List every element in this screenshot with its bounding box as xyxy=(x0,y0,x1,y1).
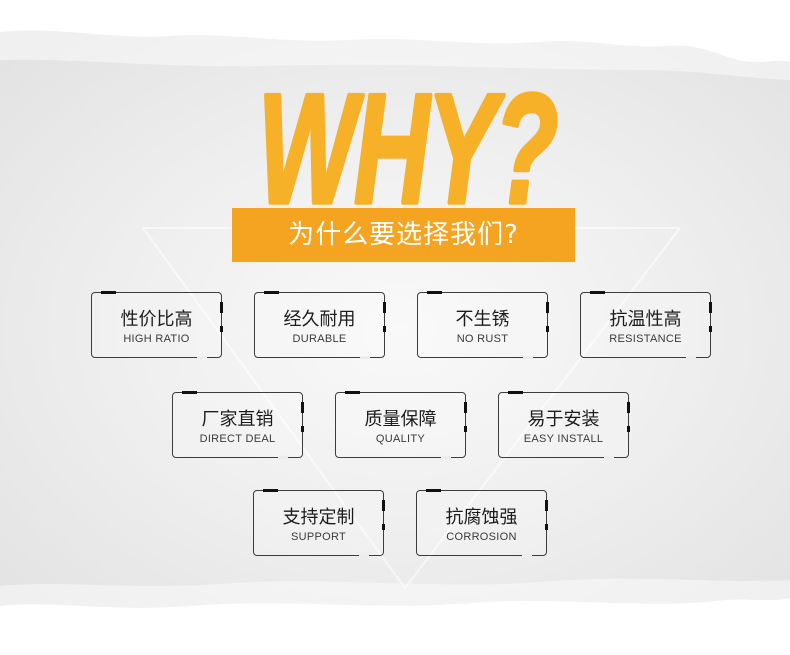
feature-card-durable: 经久耐用 DURABLE xyxy=(254,291,386,359)
feature-subtitle: DIRECT DEAL xyxy=(199,433,276,445)
feature-title: 质量保障 xyxy=(364,409,437,430)
frame-accent xyxy=(590,291,605,294)
feature-subtitle: EASY INSTALL xyxy=(523,433,604,445)
banner-text: 为什么要选择我们? xyxy=(288,220,519,250)
feature-card-no-rust: 不生锈 NO RUST xyxy=(417,291,549,359)
why-choose-us-banner: 为什么要选择我们? xyxy=(232,208,575,262)
frame-accent xyxy=(545,500,548,511)
frame-accent xyxy=(546,326,549,332)
feature-title: 抗腐蚀强 xyxy=(445,507,518,528)
frame-gap xyxy=(197,356,207,359)
faint-triangle xyxy=(142,227,681,589)
frame-accent xyxy=(220,326,223,332)
frame-accent xyxy=(545,524,548,530)
feature-subtitle: NO RUST xyxy=(456,333,509,345)
frame-gap xyxy=(278,456,288,459)
feature-subtitle: CORROSION xyxy=(446,531,517,543)
frame-gap xyxy=(523,356,533,359)
frame-accent xyxy=(426,489,441,492)
frame-accent xyxy=(263,489,278,492)
frame-accent xyxy=(382,524,385,530)
top-brush-edge xyxy=(0,0,790,63)
feature-title: 经久耐用 xyxy=(283,309,356,330)
frame-accent xyxy=(546,302,549,313)
frame-accent xyxy=(627,426,630,432)
feature-card-direct-deal: 厂家直销 DIRECT DEAL xyxy=(172,391,304,459)
feature-title: 抗温性高 xyxy=(609,309,682,330)
feature-subtitle: HIGH RATIO xyxy=(123,333,190,345)
frame-gap xyxy=(359,554,369,557)
feature-subtitle: RESISTANCE xyxy=(609,333,682,345)
frame-accent xyxy=(709,302,712,313)
feature-subtitle: SUPPORT xyxy=(290,531,347,543)
frame-accent xyxy=(709,326,712,332)
feature-title: 不生锈 xyxy=(455,309,510,330)
feature-card-support: 支持定制 SUPPORT xyxy=(253,489,385,557)
frame-accent xyxy=(382,500,385,511)
frame-accent xyxy=(464,426,467,432)
frame-accent xyxy=(220,302,223,313)
frame-accent xyxy=(383,302,386,313)
frame-gap xyxy=(441,456,451,459)
frame-accent xyxy=(383,326,386,332)
frame-accent xyxy=(464,402,467,413)
frame-accent xyxy=(427,291,442,294)
frame-gap xyxy=(604,456,614,459)
frame-accent xyxy=(508,391,523,394)
feature-card-resistance: 抗温性高 RESISTANCE xyxy=(580,291,712,359)
frame-gap xyxy=(522,554,532,557)
bottom-brush-fade xyxy=(0,578,790,608)
frame-accent xyxy=(301,426,304,432)
feature-title: 性价比高 xyxy=(120,309,193,330)
feature-card-quality: 质量保障 QUALITY xyxy=(335,391,467,459)
feature-title: 支持定制 xyxy=(282,507,355,528)
feature-card-corrosion: 抗腐蚀强 CORROSION xyxy=(416,489,548,557)
frame-gap xyxy=(360,356,370,359)
top-brush-fade xyxy=(0,30,790,80)
feature-card-high-ratio: 性价比高 HIGH RATIO xyxy=(91,291,223,359)
feature-title: 易于安装 xyxy=(527,409,600,430)
frame-gap xyxy=(686,356,696,359)
feature-card-easy-install: 易于安装 EASY INSTALL xyxy=(498,391,630,459)
feature-subtitle: DURABLE xyxy=(292,333,347,345)
frame-accent xyxy=(301,402,304,413)
feature-subtitle: QUALITY xyxy=(375,433,426,445)
feature-title: 厂家直销 xyxy=(201,409,274,430)
frame-accent xyxy=(345,391,360,394)
frame-accent xyxy=(627,402,630,413)
bottom-brush-edge xyxy=(0,598,790,655)
frame-accent xyxy=(264,291,279,294)
frame-accent xyxy=(182,391,197,394)
frame-accent xyxy=(101,291,116,294)
